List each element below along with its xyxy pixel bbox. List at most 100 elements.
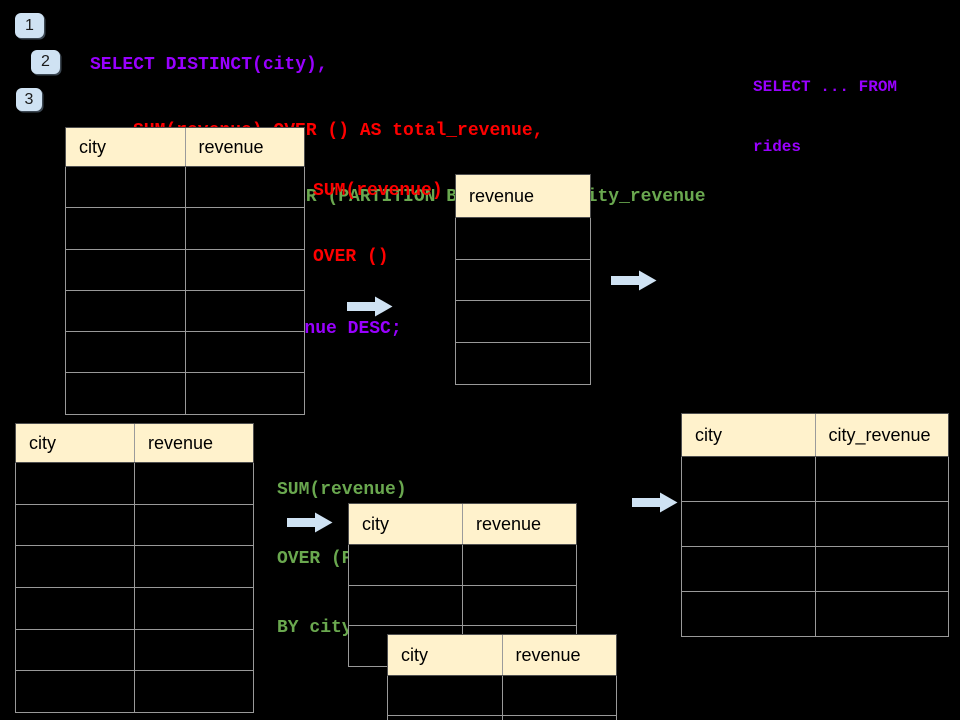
- arrow-right-icon: [611, 270, 657, 291]
- table-cell: [456, 301, 590, 342]
- table-cell: [135, 505, 253, 546]
- table-cell: [135, 671, 253, 712]
- annotation-partition-line-1: SUM(revenue): [277, 480, 407, 500]
- table-cell: [66, 167, 186, 208]
- table-cell: [16, 504, 135, 546]
- table-cell: [16, 463, 135, 504]
- table-row: [455, 343, 591, 385]
- annotation-total-line-2: OVER (): [313, 247, 389, 267]
- table-cell: [16, 629, 135, 671]
- table-cell: [186, 250, 305, 290]
- side-note-select-from-rides: SELECT ... FROM rides: [753, 37, 897, 197]
- table-row: [455, 301, 591, 344]
- table-header-row: revenue: [455, 174, 591, 218]
- table-row: [455, 218, 591, 260]
- column-header: revenue: [502, 635, 616, 675]
- table-cell: [186, 291, 305, 331]
- table-cell: [16, 546, 135, 588]
- table-row: [65, 249, 305, 291]
- column-header: city_revenue: [815, 414, 948, 456]
- column-header: revenue: [135, 424, 253, 462]
- annotation-total-line-1: SUM(revenue): [313, 181, 443, 201]
- table-cell: [16, 671, 135, 713]
- table-row: [681, 457, 949, 502]
- column-header: revenue: [463, 504, 576, 544]
- annotation-total-revenue: SUM(revenue) OVER (): [313, 136, 443, 312]
- table-row: [15, 671, 254, 714]
- table-row: [681, 592, 949, 637]
- table-row: [455, 259, 591, 302]
- table-cell: [816, 547, 949, 591]
- table-cell: [456, 218, 590, 259]
- table-row: [348, 585, 577, 627]
- step-badge-1-label: 1: [25, 16, 34, 34]
- table-row: [65, 290, 305, 333]
- table-cell: [349, 545, 463, 585]
- table-cell: [456, 260, 590, 301]
- table-row: [15, 463, 254, 505]
- step-badge-2-label: 2: [41, 53, 50, 70]
- table-cell: [388, 715, 503, 720]
- table-row: [348, 545, 577, 586]
- table-total-revenue: revenue: [455, 174, 591, 385]
- step-badge-2: 2: [31, 50, 60, 74]
- table-cell: [456, 343, 590, 384]
- table-cell: [66, 249, 186, 290]
- table-cell: [682, 592, 816, 636]
- table-cell: [135, 630, 253, 671]
- table-cell: [66, 208, 186, 249]
- sql-line-select: SELECT DISTINCT(city),: [90, 55, 328, 75]
- table-row: [15, 546, 254, 589]
- table-row: [65, 167, 305, 209]
- table-cell: [816, 592, 949, 636]
- table-row: [65, 208, 305, 250]
- column-header: city: [388, 635, 503, 675]
- table-cell: [503, 676, 617, 715]
- table-cell: [186, 167, 305, 207]
- table-cell: [186, 373, 305, 413]
- table-cell: [463, 545, 576, 585]
- table-row: [681, 547, 949, 592]
- step-badge-1: 1: [15, 13, 44, 38]
- table-cell: [463, 586, 576, 626]
- table-cell: [816, 502, 949, 546]
- table-cell: [682, 502, 816, 546]
- table-cell: [135, 546, 253, 587]
- table-cell: [186, 208, 305, 248]
- column-header: city: [682, 414, 816, 456]
- table-row: [65, 332, 305, 374]
- table-cell: [186, 332, 305, 372]
- table-cell: [135, 588, 253, 629]
- table-row: [65, 373, 305, 415]
- table-cell: [682, 457, 816, 501]
- table-row: [387, 676, 617, 716]
- table-row: [387, 715, 617, 720]
- table-cell: [503, 716, 617, 720]
- table-cell: [682, 547, 816, 591]
- table-row: [15, 504, 254, 547]
- column-header: city: [16, 424, 135, 462]
- table-cell: [66, 332, 186, 373]
- table-cell: [135, 463, 253, 504]
- column-header: revenue: [456, 175, 590, 217]
- table-cell: [349, 585, 463, 626]
- arrow-right-icon: [347, 296, 393, 317]
- table-cell: [66, 290, 186, 332]
- arrow-right-icon: [287, 512, 333, 533]
- table-row: [15, 629, 254, 672]
- table-cell: [816, 457, 949, 501]
- arrow-right-icon: [632, 492, 678, 513]
- column-header: city: [66, 128, 186, 166]
- column-header: revenue: [185, 128, 304, 166]
- step-badge-3-label: 3: [24, 90, 34, 108]
- table-cell: [16, 588, 135, 629]
